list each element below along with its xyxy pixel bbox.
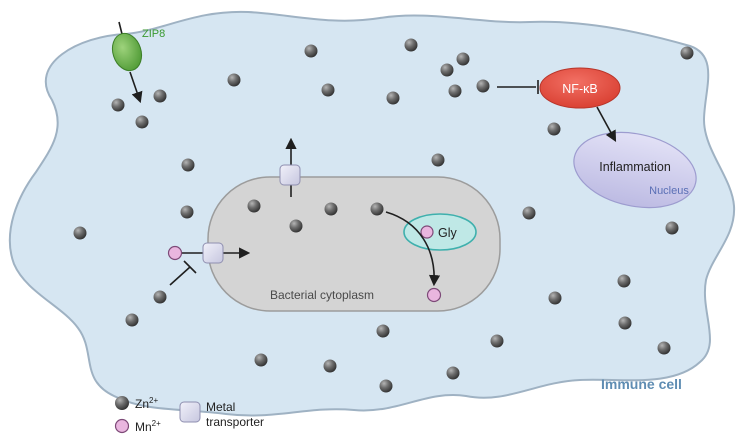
immune-cell-label: Immune cell — [601, 376, 682, 392]
zn-ion-icon — [247, 199, 261, 213]
legend-transporter-line2: transporter — [206, 415, 264, 429]
zn-ion-icon — [548, 291, 562, 305]
zn-ion-icon — [618, 316, 632, 330]
mn-ion-icon — [426, 287, 442, 303]
legend: Zn2+ Mn2+ Metal transporter — [114, 396, 264, 434]
zn-ion-icon — [115, 396, 129, 410]
metal-transporter-icon — [202, 242, 224, 264]
zn-ion-icon — [446, 366, 460, 380]
zn-ion-icon — [181, 158, 195, 172]
zn-ion-icon — [289, 219, 303, 233]
zn-ion-icon — [153, 290, 167, 304]
legend-transporter-line1: Metal — [206, 400, 235, 414]
nfkb-label: NF-κB — [562, 82, 597, 96]
zn-ion-icon — [376, 324, 390, 338]
zn-ion-icon — [404, 38, 418, 52]
zn-ion-icon — [440, 63, 454, 77]
zn-ion-icon — [324, 202, 338, 216]
legend-mn-label: Mn2+ — [135, 419, 161, 434]
zn-ion-icon — [111, 98, 125, 112]
zn-ion-icon — [431, 153, 445, 167]
zn-ion-icon — [547, 122, 561, 136]
zn-ion-icon — [386, 91, 400, 105]
zn-ion-icon — [456, 52, 470, 66]
zn-inhibit-transporter-bar — [183, 260, 197, 274]
zn-ion-icon — [657, 341, 671, 355]
zn-ion-icon — [665, 221, 679, 235]
nucleus-label: Nucleus — [649, 185, 689, 197]
zn-ion-icon — [227, 73, 241, 87]
inflammation-label: Inflammation — [599, 160, 671, 174]
zn-ions — [73, 38, 694, 393]
zn-ion-icon — [153, 89, 167, 103]
mn-ion-icon — [420, 225, 434, 239]
zip8-label: ZIP8 — [142, 28, 165, 40]
zn-ion-icon — [522, 206, 536, 220]
zn-ion-icon — [254, 353, 268, 367]
zip8-transporter — [111, 32, 143, 72]
nfkb-protein — [539, 67, 621, 109]
zn-ion-icon — [135, 115, 149, 129]
zn-ion-icon — [304, 44, 318, 58]
zn-inhibit-transporter — [169, 266, 191, 286]
zn-ion-icon — [617, 274, 631, 288]
zn-ion-icon — [379, 379, 393, 393]
mn-ion-icon — [167, 245, 183, 261]
mn-ion-icon — [114, 418, 130, 434]
zn-ion-icon — [73, 226, 87, 240]
legend-zn-label: Zn2+ — [135, 396, 158, 411]
zn-ion-icon — [180, 205, 194, 219]
zn-ion-icon — [490, 334, 504, 348]
zn-ion-icon — [321, 83, 335, 97]
zn-ion-icon — [680, 46, 694, 60]
metal-transporter-icon — [179, 401, 201, 423]
zn-ion-icon — [476, 79, 490, 93]
zn-to-gly-arrow — [385, 211, 441, 287]
zn-ion-icon — [125, 313, 139, 327]
zn-ion-icon — [370, 202, 384, 216]
gly-label: Gly — [438, 226, 458, 240]
nfkb-to-inflammation-arrow — [596, 106, 617, 142]
zn-ion-icon — [448, 84, 462, 98]
zip8-import-arrow — [129, 71, 143, 104]
metal-transporter-icon — [279, 164, 301, 186]
bacterial-cytoplasm-label: Bacterial cytoplasm — [270, 288, 374, 302]
gly-complex — [403, 213, 477, 251]
nucleus — [573, 131, 697, 209]
zn-ion-icon — [323, 359, 337, 373]
